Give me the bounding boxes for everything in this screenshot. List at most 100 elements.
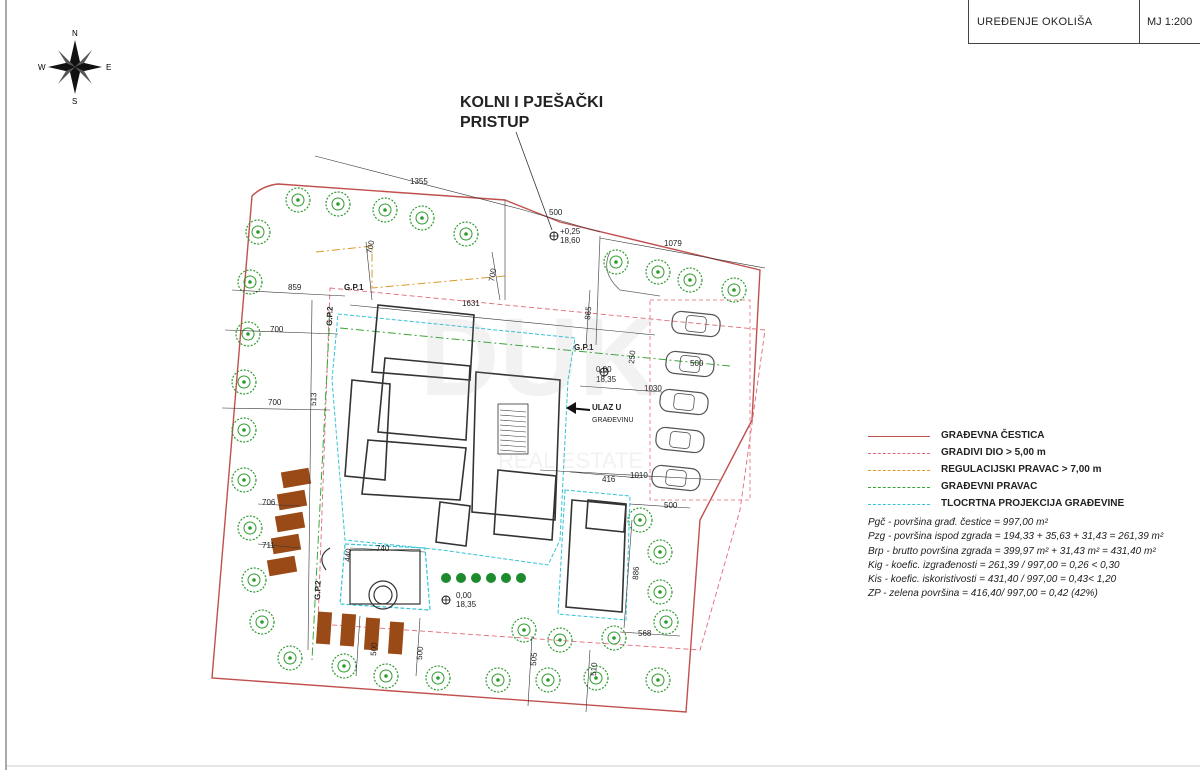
compass-e: E: [106, 63, 111, 72]
stat-kis: Kis - koefic. iskoristivosti = 431,40 / …: [868, 574, 1117, 586]
compass-w: W: [38, 63, 46, 72]
tree-icon: [647, 579, 673, 605]
tree-icon: [583, 665, 609, 691]
dim-500e: 500: [415, 646, 425, 660]
sun-lounger: [274, 511, 306, 533]
tree-icon: [645, 259, 671, 285]
tree-icon: [231, 467, 257, 493]
hedge-shrub-icon: [456, 573, 466, 583]
drawing-title: UREĐENJE OKOLIŠA: [977, 16, 1093, 28]
dim-440: 440: [343, 548, 353, 563]
dim-700c: 700: [270, 325, 284, 334]
legend-item: GRAĐEVNI PRAVAC: [868, 479, 1188, 496]
tree-icon: [241, 567, 267, 593]
stair-step: [499, 439, 527, 443]
legend: GRAĐEVNA ČESTICA GRADIVI DIO > 5,00 m RE…: [868, 428, 1188, 513]
gp2-label-b: G.P.2: [313, 580, 323, 600]
car-icon: [665, 350, 715, 378]
tree-icon: [511, 617, 537, 643]
legend-item: TLOCRTNA PROJEKCIJA GRAĐEVINE: [868, 496, 1188, 513]
parking-area: [649, 299, 751, 501]
dim-706: 706: [262, 498, 276, 507]
tree-icon: [645, 667, 671, 693]
tree-icon: [231, 369, 257, 395]
gp2-label-a: G.P.2: [325, 306, 335, 326]
sun-lounger: [315, 611, 333, 645]
tree-icon: [647, 539, 673, 565]
legend-item: GRADIVI DIO > 5,00 m: [868, 445, 1188, 462]
elev-access-abs: 18,60: [560, 236, 581, 245]
stair-step: [499, 414, 527, 418]
stair-step: [499, 419, 527, 423]
tree-icon: [425, 665, 451, 691]
tree-icon: [325, 191, 351, 217]
stat-pzg: Pzg - površina ispod zgrada = 194,33 + 3…: [868, 531, 1164, 543]
tree-icon: [245, 219, 271, 245]
dim-1079: 1079: [664, 239, 682, 248]
legend-item: GRAĐEVNA ČESTICA: [868, 428, 1188, 445]
compass-rose-icon: N S E W: [38, 29, 111, 106]
access-road: [504, 200, 601, 346]
stair-step: [499, 429, 527, 433]
sun-lounger: [363, 617, 381, 651]
legend-swatch: [868, 436, 930, 437]
legend-label: GRAĐEVNI PRAVAC: [941, 481, 1038, 492]
watermark-logo: DUK REAL ESTATE: [420, 296, 658, 473]
car-icon: [655, 426, 705, 454]
hedge-shrub-icon: [501, 573, 511, 583]
stat-zp: ZP - zelena površina = 416,40/ 997,00 = …: [868, 588, 1098, 600]
hedge-shrub-icon: [516, 573, 526, 583]
parking-cars: [651, 310, 721, 492]
elev-entrance-abs: 18,35: [596, 375, 617, 384]
dim-500a: 500: [549, 208, 563, 217]
dim-500b: 500: [690, 359, 704, 368]
tree-icon: [331, 653, 357, 679]
dim-510: 510: [589, 662, 599, 676]
svg-text:DUK: DUK: [420, 296, 658, 419]
stat-kig: Kig - koefic. izgrađenosti = 261,39 / 99…: [868, 559, 1120, 571]
compass-s: S: [72, 97, 77, 106]
legend-swatch: [868, 504, 930, 505]
access-label-line1: KOLNI I PJEŠAČKI: [460, 94, 604, 111]
annex-building: [557, 489, 631, 621]
legend-swatch: [868, 487, 930, 488]
tree-icon: [677, 267, 703, 293]
legend-label: REGULACIJSKI PRAVAC > 7,00 m: [941, 464, 1102, 475]
tree-icon: [453, 221, 479, 247]
tree-icon: [231, 417, 257, 443]
dim-513: 513: [309, 392, 318, 406]
tree-icon: [277, 645, 303, 671]
tree-icon: [409, 205, 435, 231]
tree-icon: [235, 321, 261, 347]
dim-1631: 1631: [462, 299, 480, 308]
staircase: [499, 409, 527, 453]
hedge-shrub-icon: [486, 573, 496, 583]
tree-icon: [627, 507, 653, 533]
car-icon: [651, 464, 701, 492]
car-icon: [659, 388, 709, 416]
tree-icon: [372, 197, 398, 223]
dim-416: 416: [602, 475, 616, 484]
elev-pool-delta: 0,00: [456, 591, 472, 600]
building-line: [311, 311, 331, 661]
legend-label: TLOCRTNA PROJEKCIJA GRAĐEVINE: [941, 498, 1125, 509]
tree-icon: [237, 515, 263, 541]
stair-step: [499, 434, 527, 438]
dim-505: 505: [529, 652, 539, 666]
dim-700a: 700: [365, 239, 376, 254]
legend-swatch: [868, 453, 930, 454]
dimension-lines: [221, 155, 766, 713]
sun-lounger: [270, 533, 302, 555]
stair-step: [499, 409, 527, 413]
tree-icon: [285, 187, 311, 213]
legend-item: REGULACIJSKI PRAVAC > 7,00 m: [868, 462, 1188, 479]
dim-700b: 700: [487, 267, 498, 282]
tree-icon: [603, 249, 629, 275]
tree-icon: [485, 667, 511, 693]
tree-icon: [547, 627, 573, 653]
elevation-marker-icon: [441, 231, 609, 605]
dim-1010: 1010: [630, 471, 648, 480]
elev-pool-abs: 18,35: [456, 600, 477, 609]
hedge-shrub-icon: [441, 573, 451, 583]
